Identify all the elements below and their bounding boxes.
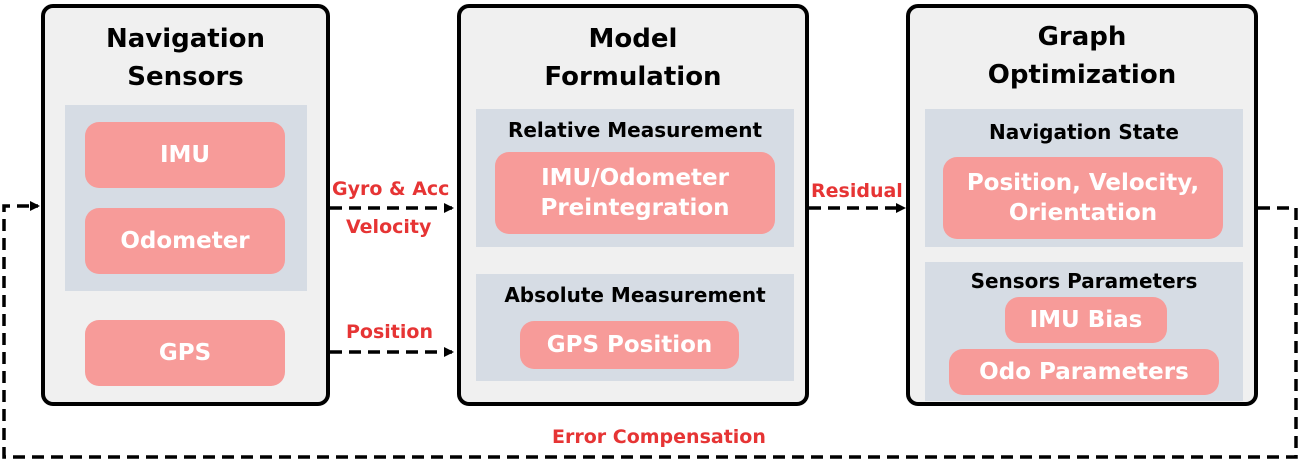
gps-sensor: GPS bbox=[85, 320, 285, 386]
sensors-parameters-group: Sensors Parameters IMU Bias Odo Paramete… bbox=[925, 262, 1243, 401]
model-formulation-panel: Model Formulation Relative Measurement I… bbox=[457, 4, 809, 406]
pill-line: Orientation bbox=[1008, 200, 1158, 226]
velocity-label: Velocity bbox=[346, 216, 432, 238]
navigation-sensors-panel: Navigation Sensors IMU Odometer GPS bbox=[41, 4, 330, 406]
group-title: Relative Measurement bbox=[507, 118, 763, 142]
error-compensation-label: Error Compensation bbox=[552, 426, 766, 448]
graph-optimization-panel: Graph Optimization Navigation State Posi… bbox=[906, 4, 1258, 406]
pill-line: Preintegration bbox=[540, 195, 730, 221]
title-line: Model bbox=[588, 24, 678, 54]
imu-bias: IMU Bias bbox=[1005, 297, 1167, 343]
odo-parameters: Odo Parameters bbox=[949, 349, 1219, 395]
title-line: Optimization bbox=[987, 60, 1177, 90]
group-title: Navigation State bbox=[989, 120, 1179, 144]
feedback-loop bbox=[2, 201, 1298, 459]
gps-position: GPS Position bbox=[520, 321, 739, 369]
pill-line: IMU/Odometer bbox=[541, 165, 729, 191]
navigation-state-group: Navigation State Position, Velocity, Ori… bbox=[925, 109, 1243, 247]
title-line: Formulation bbox=[544, 62, 722, 92]
residual-label: Residual bbox=[811, 180, 903, 202]
gyro-acc-label: Gyro & Acc bbox=[332, 178, 450, 200]
title-line: Sensors bbox=[127, 62, 244, 92]
odometer-sensor: Odometer bbox=[85, 208, 285, 274]
imu-odometer-preintegration: IMU/Odometer Preintegration bbox=[495, 152, 775, 234]
position-label: Position bbox=[346, 321, 433, 343]
group-title: Sensors Parameters bbox=[970, 269, 1198, 293]
relative-measurement-group: Relative Measurement IMU/Odometer Preint… bbox=[476, 109, 794, 247]
imu-sensor: IMU bbox=[85, 122, 285, 188]
panel-title: Navigation Sensors bbox=[45, 20, 326, 96]
position-velocity-orientation: Position, Velocity, Orientation bbox=[943, 157, 1223, 239]
title-line: Graph bbox=[1037, 22, 1127, 52]
absolute-measurement-group: Absolute Measurement GPS Position bbox=[476, 274, 794, 381]
panel-title: Model Formulation bbox=[461, 20, 805, 96]
panel-title: Graph Optimization bbox=[910, 18, 1254, 94]
pill-line: Position, Velocity, bbox=[966, 170, 1200, 196]
group-title: Absolute Measurement bbox=[504, 283, 766, 307]
title-line: Navigation bbox=[105, 24, 266, 54]
